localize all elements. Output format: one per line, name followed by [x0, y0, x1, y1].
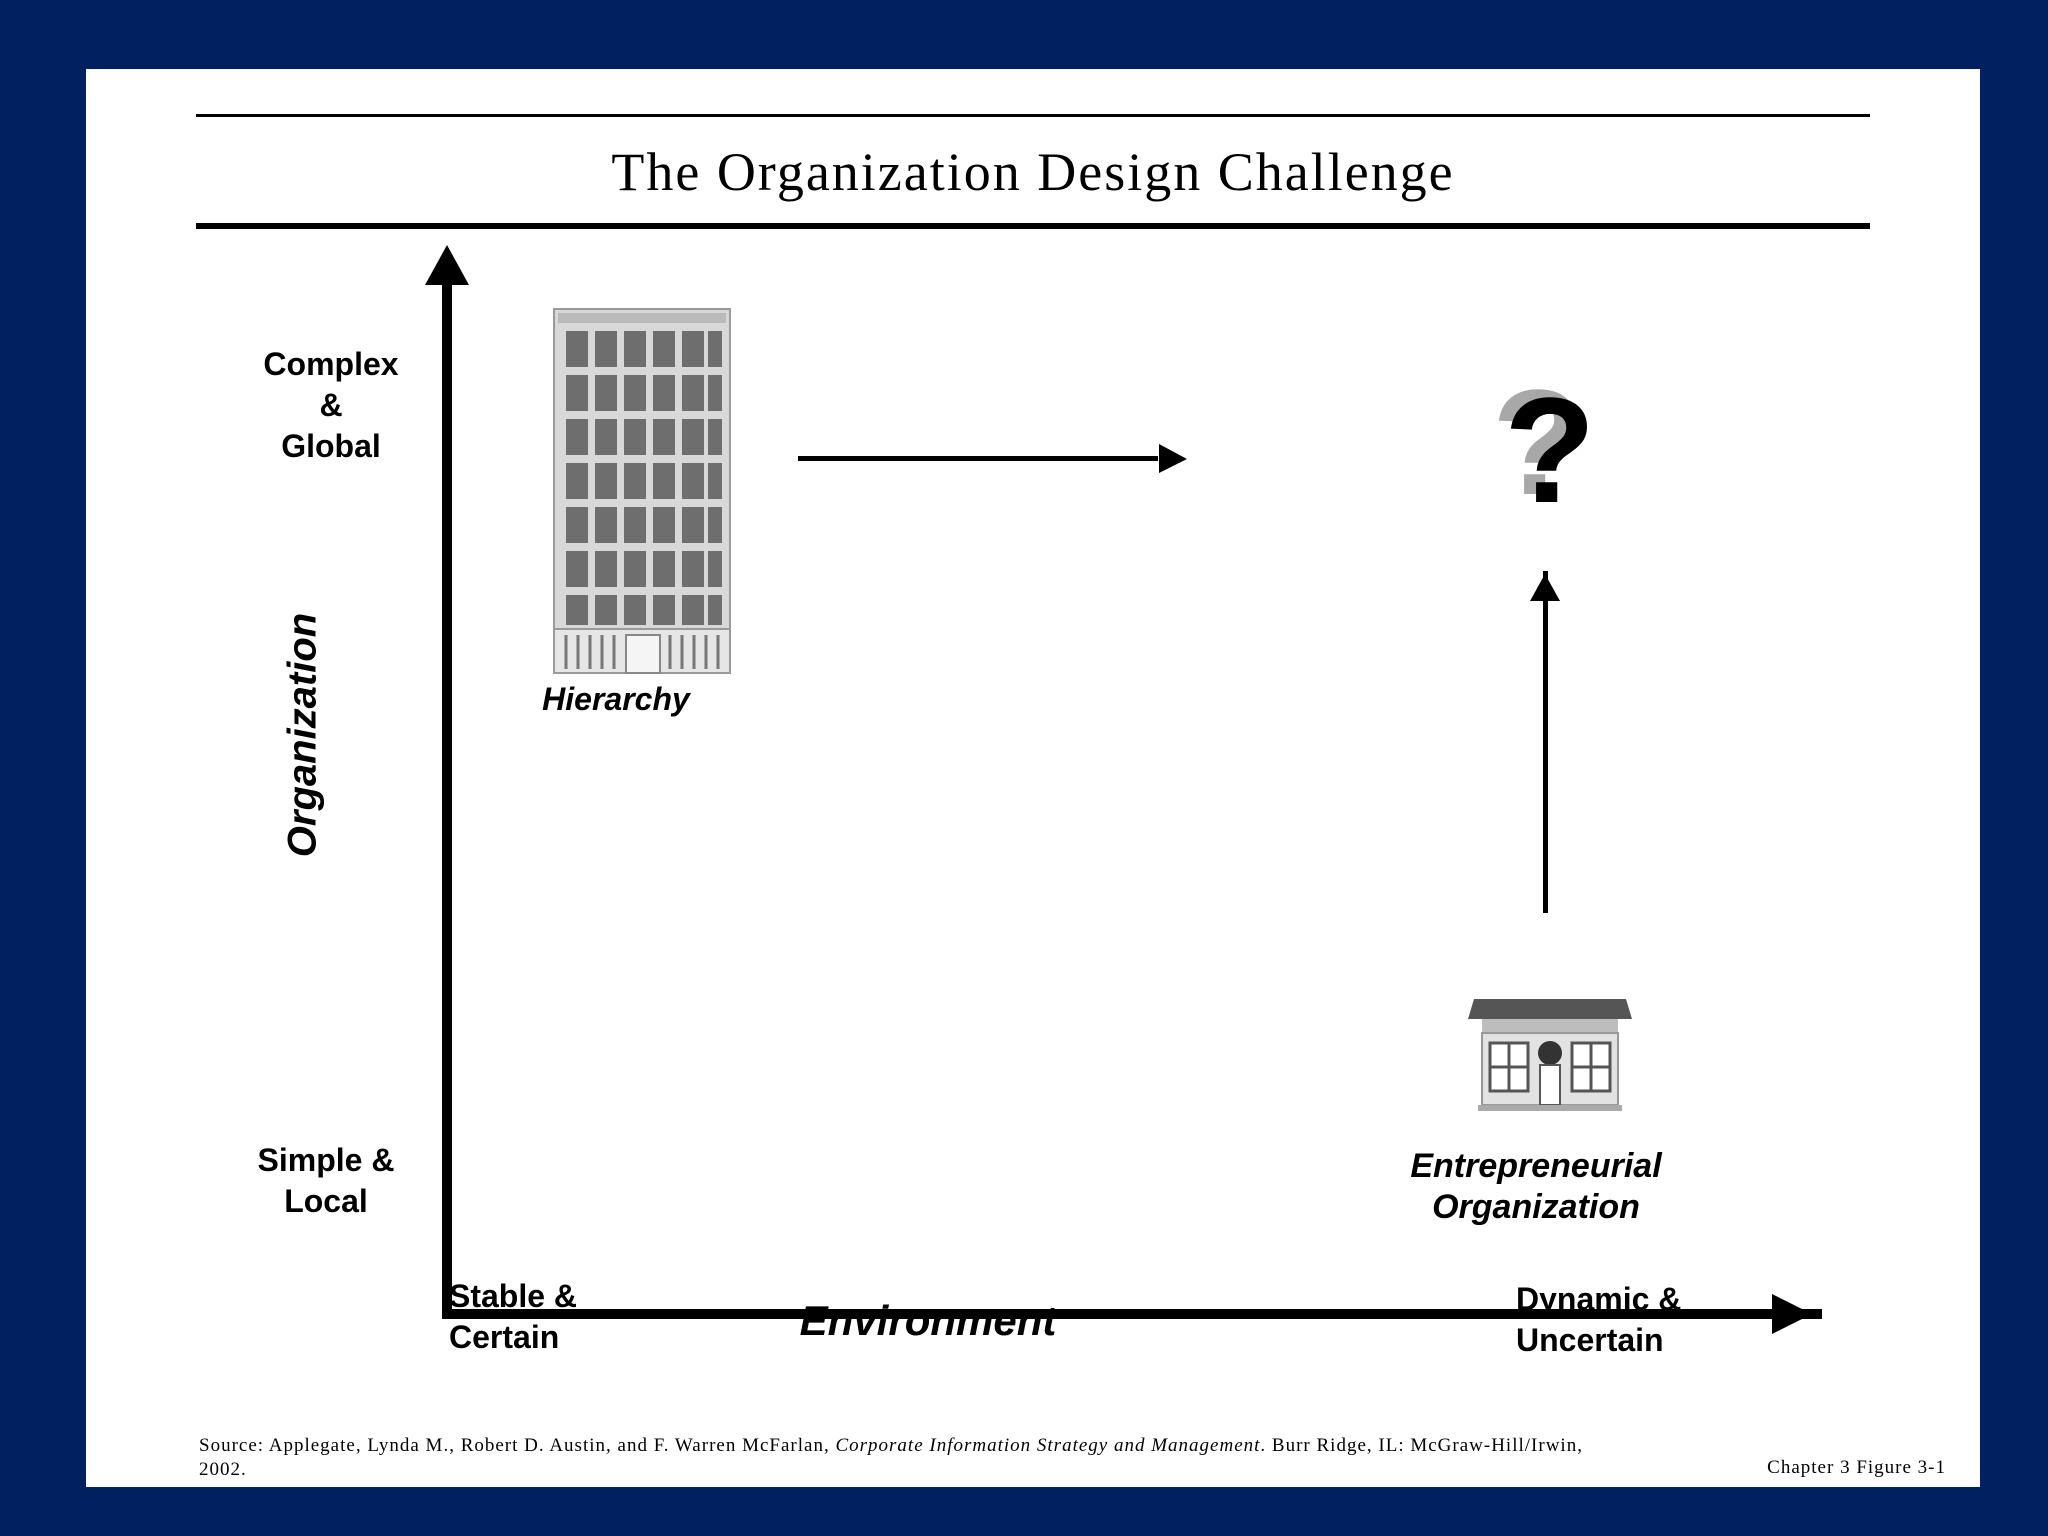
entrepreneurial-to-unknown-arrow-shaft [1543, 571, 1548, 913]
storefront-icon [1468, 999, 1632, 1111]
slide: The Organization Design Challenge [86, 69, 1980, 1487]
x-axis-line [442, 1309, 1822, 1319]
title-top-rule [196, 114, 1870, 117]
y-axis-arrowhead [425, 245, 469, 285]
x-axis-right-label: Dynamic & Uncertain [1516, 1281, 1682, 1358]
hierarchy-to-unknown-arrow-shaft [798, 456, 1158, 461]
slide-title: The Organization Design Challenge [611, 142, 1455, 202]
x-axis-arrowhead [1772, 1294, 1812, 1334]
y-axis-top-label: Complex & Global [263, 346, 399, 464]
unknown-destination-label: ? [1504, 366, 1596, 534]
x-axis-title: Environment [799, 1297, 1057, 1344]
y-axis-title: Organization [280, 612, 325, 858]
entrepreneurial-to-unknown-arrowhead [1530, 574, 1560, 601]
hierarchy-to-unknown-arrowhead [1159, 444, 1187, 473]
diagram-canvas [425, 245, 1822, 1334]
source-citation: Source: Applegate, Lynda M., Robert D. A… [199, 1435, 1583, 1480]
y-axis-line [442, 279, 452, 1319]
y-axis-bottom-label: Simple & Local [257, 1142, 395, 1219]
title-bottom-rule [196, 223, 1870, 229]
source-book-title: Corporate Information Strategy and Manag… [835, 1435, 1261, 1456]
entrepreneurial-organization-label: Entrepreneurial Organization [1410, 1147, 1662, 1226]
skyscraper-icon [553, 308, 731, 674]
figure-label: Chapter 3 Figure 3-1 [1767, 1457, 1946, 1478]
hierarchy-label: Hierarchy [542, 681, 690, 717]
x-axis-left-label: Stable & Certain [449, 1278, 578, 1355]
